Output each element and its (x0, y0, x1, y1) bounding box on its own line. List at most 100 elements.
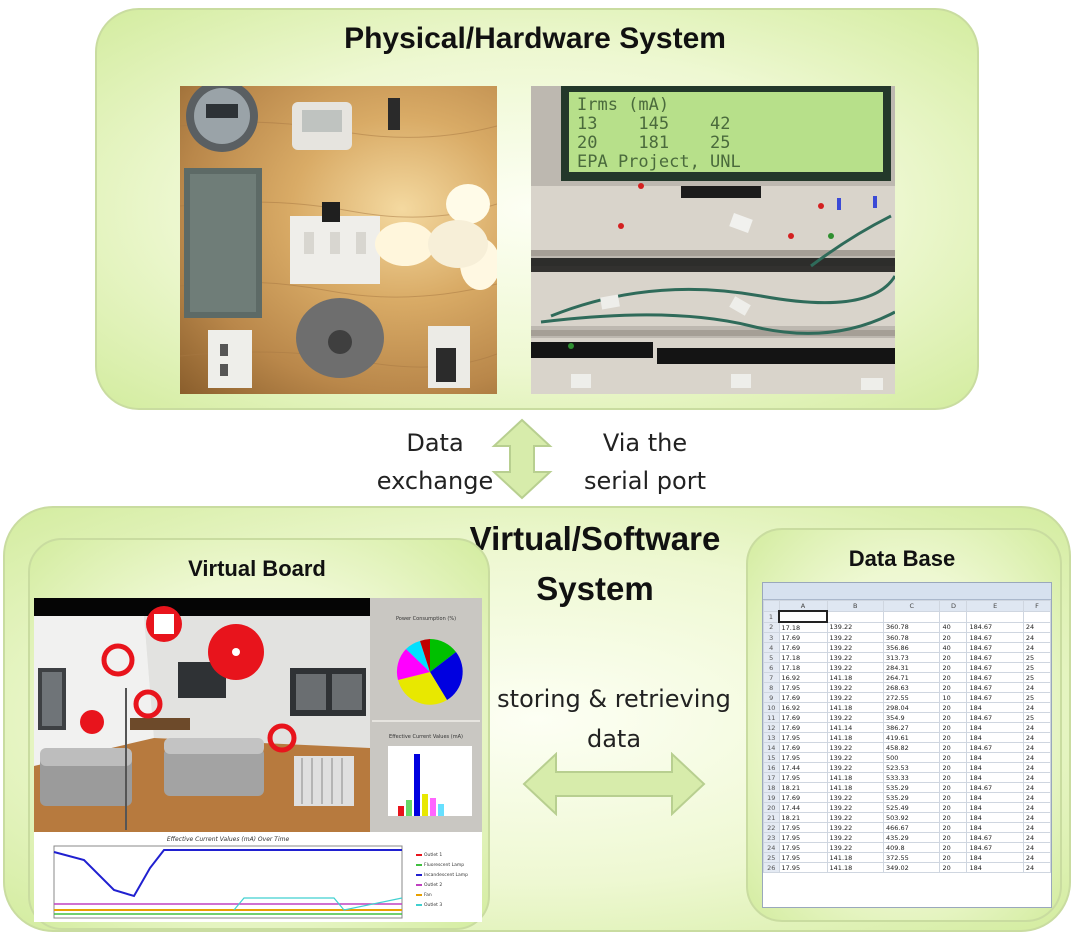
cell[interactable]: 268.63 (882, 682, 941, 693)
cell[interactable]: 523.53 (882, 762, 941, 773)
cell[interactable]: 25 (1022, 692, 1051, 703)
cell[interactable]: 141.18 (826, 782, 884, 793)
column-header[interactable]: E (966, 600, 1024, 612)
cell[interactable]: 17.69 (778, 632, 828, 643)
cell[interactable]: 17.69 (778, 692, 828, 703)
cell[interactable]: 20 (939, 742, 968, 753)
cell[interactable]: 20 (939, 812, 968, 823)
cell[interactable]: 24 (1022, 852, 1051, 863)
cell[interactable]: 139.22 (826, 822, 884, 833)
cell[interactable]: 139.22 (826, 792, 884, 803)
cell[interactable]: 349.02 (882, 862, 941, 873)
cell[interactable]: 17.95 (778, 682, 828, 693)
cell[interactable]: 360.78 (882, 632, 941, 643)
cell[interactable]: 184 (966, 792, 1024, 803)
cell[interactable]: 272.55 (882, 692, 941, 703)
cell[interactable]: 24 (1022, 842, 1051, 853)
cell[interactable]: 17.95 (778, 772, 828, 783)
cell[interactable]: 24 (1022, 782, 1051, 793)
cell[interactable]: 139.22 (826, 692, 884, 703)
cell[interactable]: 17.69 (778, 642, 828, 653)
cell[interactable]: 17.69 (778, 722, 828, 733)
cell[interactable]: 139.22 (826, 742, 884, 753)
cell[interactable]: 24 (1022, 812, 1051, 823)
cell[interactable]: 18.21 (778, 782, 828, 793)
cell[interactable]: 535.29 (882, 782, 941, 793)
cell[interactable]: 20 (939, 752, 968, 763)
cell[interactable]: 20 (939, 822, 968, 833)
cell[interactable]: 20 (939, 782, 968, 793)
cell[interactable] (826, 610, 884, 623)
cell[interactable]: 20 (939, 722, 968, 733)
cell[interactable]: 184 (966, 862, 1024, 873)
cell[interactable]: 17.18 (778, 662, 828, 673)
cell[interactable]: 20 (939, 792, 968, 803)
cell[interactable]: 184 (966, 732, 1024, 743)
cell[interactable]: 24 (1022, 682, 1051, 693)
cell[interactable] (939, 610, 968, 623)
cell[interactable]: 184.67 (966, 662, 1024, 673)
selected-cell[interactable] (777, 610, 829, 623)
cell[interactable]: 17.95 (778, 822, 828, 833)
cell[interactable]: 184 (966, 722, 1024, 733)
cell[interactable]: 139.22 (826, 642, 884, 653)
cell[interactable]: 17.69 (778, 742, 828, 753)
cell[interactable]: 184.67 (966, 672, 1024, 683)
cell[interactable]: 313.73 (882, 652, 941, 663)
cell[interactable]: 264.71 (882, 672, 941, 683)
column-header[interactable]: B (826, 600, 884, 612)
cell[interactable]: 139.22 (826, 832, 884, 843)
cell[interactable]: 20 (939, 842, 968, 853)
cell[interactable]: 20 (939, 772, 968, 783)
cell[interactable]: 18.21 (778, 812, 828, 823)
cell[interactable]: 17.95 (778, 862, 828, 873)
cell[interactable]: 17.95 (778, 732, 828, 743)
cell[interactable]: 24 (1022, 632, 1051, 643)
cell[interactable]: 184.67 (966, 832, 1024, 843)
cell[interactable]: 533.33 (882, 772, 941, 783)
column-header[interactable]: F (1022, 600, 1051, 612)
cell[interactable]: 141.18 (826, 702, 884, 713)
cell[interactable]: 17.18 (778, 652, 828, 663)
cell[interactable]: 24 (1022, 742, 1051, 753)
cell[interactable]: 184.67 (966, 632, 1024, 643)
cell[interactable]: 284.31 (882, 662, 941, 673)
cell[interactable]: 20 (939, 662, 968, 673)
cell[interactable]: 298.04 (882, 702, 941, 713)
cell[interactable]: 20 (939, 862, 968, 873)
cell[interactable]: 17.69 (778, 792, 828, 803)
cell[interactable]: 184.67 (966, 742, 1024, 753)
cell[interactable]: 139.22 (826, 802, 884, 813)
cell[interactable]: 17.44 (778, 802, 828, 813)
cell[interactable]: 16.92 (778, 702, 828, 713)
cell[interactable]: 24 (1022, 732, 1051, 743)
cell[interactable]: 435.29 (882, 832, 941, 843)
cell[interactable]: 25 (1022, 662, 1051, 673)
cell[interactable]: 139.22 (826, 842, 884, 853)
cell[interactable]: 184.67 (966, 642, 1024, 653)
cell[interactable]: 24 (1022, 772, 1051, 783)
cell[interactable]: 20 (939, 672, 968, 683)
cell[interactable]: 40 (939, 621, 968, 633)
cell[interactable]: 25 (1022, 652, 1051, 663)
cell[interactable]: 139.22 (826, 652, 884, 663)
cell[interactable]: 503.92 (882, 812, 941, 823)
cell[interactable]: 141.14 (826, 722, 884, 733)
cell[interactable]: 24 (1022, 722, 1051, 733)
cell[interactable]: 184.67 (966, 842, 1024, 853)
column-header[interactable]: A (778, 600, 828, 612)
cell[interactable]: 500 (882, 752, 941, 763)
cell[interactable]: 139.22 (826, 812, 884, 823)
cell[interactable]: 356.86 (882, 642, 941, 653)
cell[interactable]: 17.18 (778, 621, 828, 633)
cell[interactable]: 24 (1022, 752, 1051, 763)
cell[interactable]: 20 (939, 702, 968, 713)
cell[interactable]: 24 (1022, 702, 1051, 713)
cell[interactable]: 139.22 (826, 752, 884, 763)
cell[interactable]: 24 (1022, 822, 1051, 833)
cell[interactable]: 16.92 (778, 672, 828, 683)
cell[interactable]: 386.27 (882, 722, 941, 733)
cell[interactable]: 184 (966, 762, 1024, 773)
cell[interactable]: 20 (939, 682, 968, 693)
cell[interactable]: 184 (966, 822, 1024, 833)
